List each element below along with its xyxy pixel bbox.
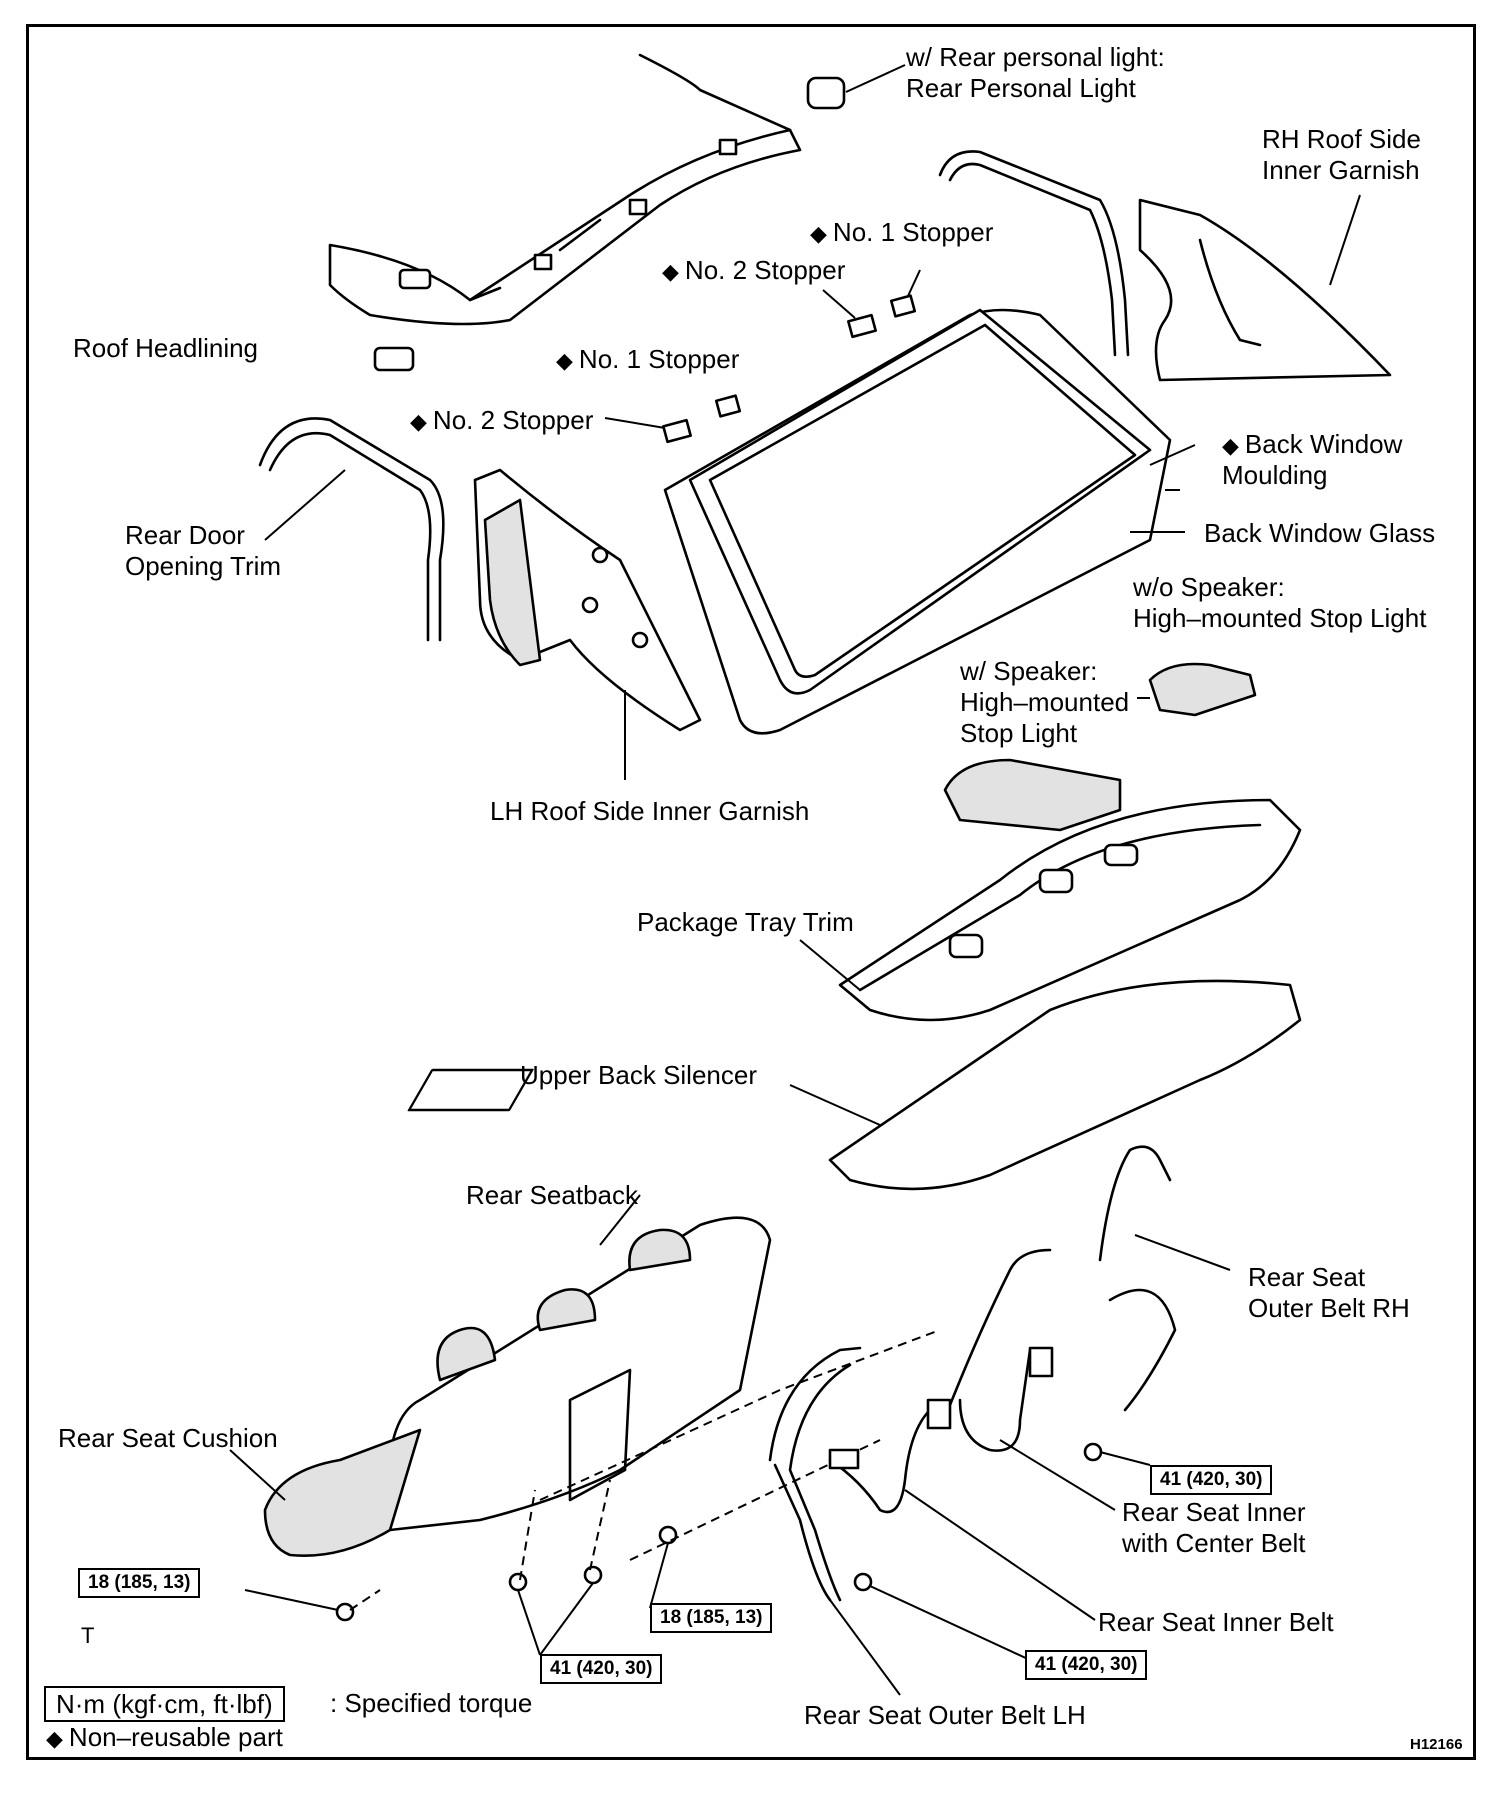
high-mounted-stop-light-wo-speaker: [1148, 662, 1257, 717]
label-rear-door-trim-2: Opening Trim: [125, 551, 282, 581]
torque-seatback-lower: 41 (420, 30): [540, 1654, 663, 1684]
label-back-window-moulding-2: Moulding: [1222, 460, 1328, 490]
upper-back-silencer-part: [828, 979, 1302, 1191]
label-outer-belt-rh-2: Outer Belt RH: [1248, 1293, 1410, 1323]
label-upper-back-silencer: Upper Back Silencer: [520, 1060, 757, 1090]
figure-id: H12166: [1410, 1736, 1463, 1753]
label-rh-garnish-1: RH Roof Side: [1262, 124, 1421, 154]
torque-lh-belt: 41 (420, 30): [1025, 1650, 1148, 1680]
label-rear-personal-light-1: w/ Rear personal light:: [906, 42, 1165, 72]
package-tray-trim-part: [838, 798, 1302, 1022]
torque-seatback: 18 (185, 13): [650, 1603, 773, 1633]
non-reusable-diamond-icon: ◆: [556, 348, 573, 373]
label-no2-stopper-upper: ◆No. 2 Stopper: [662, 255, 846, 285]
label-outer-belt-lh: Rear Seat Outer Belt LH: [804, 1700, 1086, 1730]
non-reusable-diamond-icon: ◆: [810, 221, 827, 246]
label-inner-belt: Rear Seat Inner Belt: [1098, 1607, 1334, 1637]
legend-unit-desc: : Specified torque: [330, 1688, 533, 1718]
diagram-frame: [26, 24, 1476, 1760]
label-no1-stopper-upper: ◆No. 1 Stopper: [810, 217, 994, 247]
label-inner-center-belt-2: with Center Belt: [1122, 1528, 1306, 1558]
non-reusable-diamond-icon: ◆: [410, 409, 427, 434]
rh-roof-side-inner-garnish-part: [1138, 198, 1392, 382]
label-rh-garnish-2: Inner Garnish: [1262, 155, 1420, 185]
label-back-window-glass: Back Window Glass: [1204, 518, 1436, 548]
label-wo-speaker-2: High–mounted Stop Light: [1133, 603, 1427, 633]
legend-unit-box: N·m (kgf·cm, ft·lbf): [44, 1686, 285, 1722]
label-w-speaker-3: Stop Light: [960, 718, 1078, 748]
label-wo-speaker-1: w/o Speaker:: [1133, 572, 1285, 602]
label-no2-stopper-lower: ◆No. 2 Stopper: [410, 405, 594, 435]
roof-headlining-part: [328, 53, 802, 372]
label-back-window-moulding-1: ◆Back Window: [1222, 429, 1403, 459]
label-no1-stopper-lower: ◆No. 1 Stopper: [556, 344, 740, 374]
rear-personal-light-part: [806, 76, 846, 110]
label-outer-belt-rh-1: Rear Seat: [1248, 1262, 1366, 1292]
rear-seat-outer-belt-lh-part: [768, 1346, 862, 1602]
label-rear-personal-light-2: Rear Personal Light: [906, 73, 1136, 103]
rear-seat-outer-belt-rh-part: [1098, 1145, 1177, 1412]
non-reusable-diamond-icon: ◆: [1222, 433, 1239, 458]
label-rear-seatback: Rear Seatback: [466, 1180, 638, 1210]
label-lh-garnish: LH Roof Side Inner Garnish: [490, 796, 810, 826]
torque-cushion: 18 (185, 13): [78, 1568, 201, 1598]
rear-seat-inner-belt-part: [828, 1408, 932, 1514]
label-w-speaker-1: w/ Speaker:: [960, 656, 1098, 686]
high-mounted-stop-light-w-speaker: [943, 758, 1122, 832]
label-package-tray: Package Tray Trim: [637, 907, 854, 937]
legend-non-reusable: ◆Non–reusable part: [46, 1722, 283, 1752]
label-w-speaker-2: High–mounted: [960, 687, 1130, 717]
label-rear-seat-cushion: Rear Seat Cushion: [58, 1423, 278, 1453]
rear-seat-inner-center-belt-part: [948, 1248, 1052, 1452]
label-roof-headlining: Roof Headlining: [73, 333, 259, 363]
label-inner-center-belt-1: Rear Seat Inner: [1122, 1497, 1306, 1527]
rear-seat-cushion-part: [263, 1428, 422, 1557]
torque-rh-belt: 41 (420, 30): [1150, 1465, 1273, 1495]
label-t-mark: T: [81, 1623, 95, 1648]
non-reusable-diamond-icon: ◆: [662, 259, 679, 284]
non-reusable-diamond-icon: ◆: [46, 1726, 63, 1751]
label-rear-door-trim-1: Rear Door: [125, 520, 245, 550]
